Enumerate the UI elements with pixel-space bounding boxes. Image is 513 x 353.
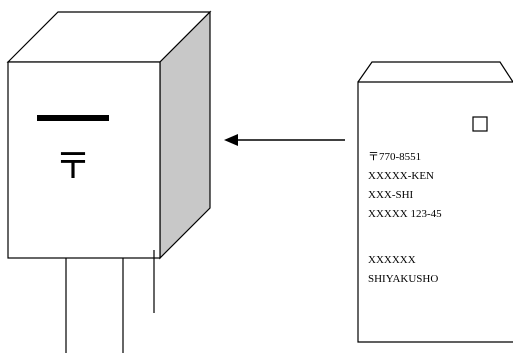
address-street: XXXXX 123-45 xyxy=(368,208,442,220)
mailbox-slot xyxy=(37,115,109,121)
postal-mark-icon: 〒 xyxy=(55,146,91,187)
address-recipient: XXXXXX xyxy=(368,254,416,266)
arrow-head-icon xyxy=(224,134,238,146)
arrow xyxy=(224,134,345,146)
address-prefecture: XXXXX-KEN xyxy=(368,170,434,182)
address-postal-code: 〒770-8551 xyxy=(368,151,421,163)
envelope-flap xyxy=(358,62,513,82)
address-office: SHIYAKUSHO xyxy=(368,273,438,285)
mailbox: 〒 xyxy=(8,12,210,353)
stamp-box xyxy=(473,117,487,131)
address-city: XXX-SHI xyxy=(368,189,414,201)
envelope: 〒770-8551 XXXXX-KEN XXX-SHI XXXXX 123-45… xyxy=(358,62,513,342)
